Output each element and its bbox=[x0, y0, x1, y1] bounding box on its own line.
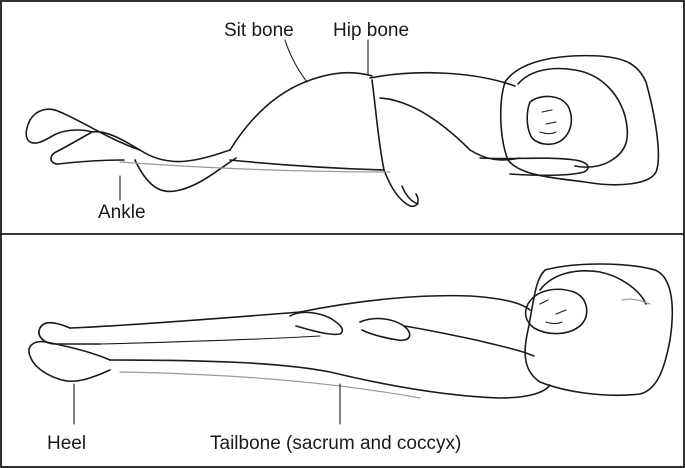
foot-bottom bbox=[29, 342, 110, 382]
face-top bbox=[527, 96, 571, 144]
hand-right bbox=[360, 319, 410, 341]
pillow-bottom bbox=[525, 264, 672, 395]
hair-top bbox=[518, 69, 627, 168]
body-bottom-2 bbox=[110, 360, 550, 398]
label-sit-bone: Sit bone bbox=[224, 21, 294, 40]
upper-arm bbox=[380, 98, 520, 160]
hip-curve bbox=[305, 73, 372, 82]
upper-leg bbox=[92, 132, 230, 162]
face-bottom bbox=[526, 289, 587, 333]
side-lying-figure bbox=[26, 40, 658, 206]
body-bottom bbox=[230, 160, 384, 170]
pillow-top bbox=[501, 56, 659, 185]
legs-top bbox=[70, 312, 300, 328]
label-ankle: Ankle bbox=[98, 203, 146, 222]
foot-front bbox=[51, 132, 124, 164]
forearm-hand bbox=[384, 170, 418, 206]
torso-back bbox=[370, 73, 515, 86]
label-tailbone: Tailbone (sacrum and coccyx) bbox=[210, 434, 461, 453]
buttock-curve bbox=[230, 82, 305, 150]
label-heel: Heel bbox=[47, 434, 86, 453]
leader-sit-bone bbox=[285, 40, 307, 82]
back-lying-figure bbox=[29, 264, 672, 424]
foot-top bbox=[39, 323, 100, 344]
body-top bbox=[300, 296, 530, 312]
label-hip-bone: Hip bone bbox=[333, 21, 409, 40]
torso-front bbox=[372, 80, 384, 170]
hand-left bbox=[290, 312, 342, 334]
lower-leg bbox=[60, 112, 140, 150]
lower-arm bbox=[480, 158, 588, 175]
